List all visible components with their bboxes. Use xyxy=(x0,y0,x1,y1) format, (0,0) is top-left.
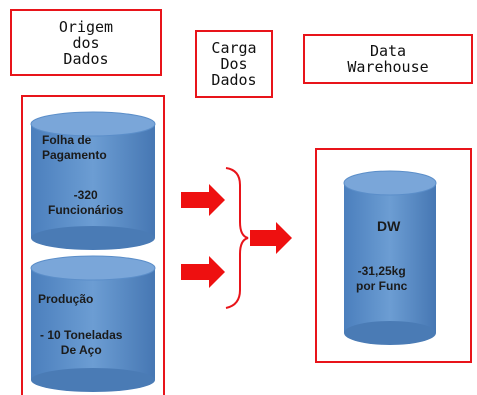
arrow-carga-to-dw xyxy=(250,222,292,254)
source-folha-name: Folha de Pagamento xyxy=(42,133,107,162)
warehouse-name: DW xyxy=(377,218,401,234)
header-carga-dos-dados: Carga Dos Dados xyxy=(195,30,273,98)
warehouse-detail: -31,25kg por Func xyxy=(356,264,408,293)
header-origem-dos-dados: Origem dos Dados xyxy=(10,9,162,76)
arrow-folha-to-carga xyxy=(181,184,225,216)
source-producao-detail: - 10 Toneladas De Aço xyxy=(40,328,123,357)
curly-brace xyxy=(225,167,249,309)
arrow-producao-to-carga xyxy=(181,256,225,288)
header-data-warehouse: Data Warehouse xyxy=(303,34,473,84)
warehouse-frame xyxy=(315,148,472,363)
database-cylinder-dw xyxy=(343,170,437,345)
source-producao-name: Produção xyxy=(38,292,94,306)
database-cylinder-producao xyxy=(30,255,156,392)
source-folha-detail: -320 Funcionários xyxy=(48,188,124,217)
database-cylinder-folha xyxy=(30,111,156,250)
sources-frame xyxy=(21,95,165,395)
